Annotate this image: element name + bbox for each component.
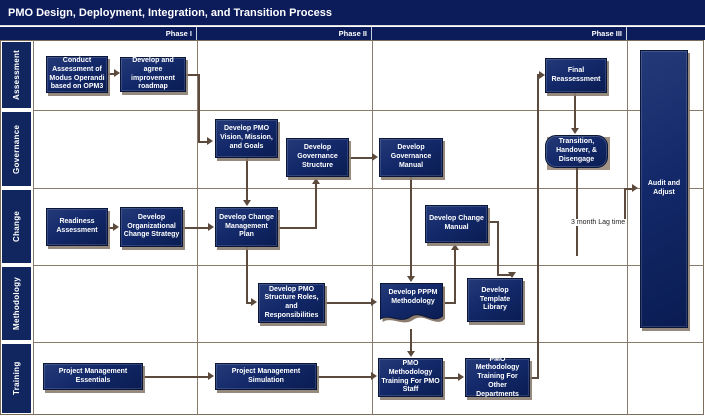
phase-1-header: Phase I xyxy=(0,27,197,40)
connector xyxy=(183,227,210,229)
lane-governance-label: Governance xyxy=(2,112,31,186)
arrowhead xyxy=(458,373,464,381)
connector xyxy=(530,377,539,379)
node-transition-handover: Transition, Handover, & Disengage xyxy=(545,135,608,168)
label-column-divider xyxy=(33,40,34,415)
node-pppm-methodology: Develop PPPM Methodology xyxy=(380,283,446,329)
arrowhead xyxy=(208,223,214,231)
lane-methodology-label: Methodology xyxy=(2,267,31,340)
node-pmo-structure-roles: Develop PMO Structure Roles, and Respons… xyxy=(258,283,325,323)
connector xyxy=(410,177,412,277)
node-change-mgmt-plan: Develop Change Management Plan xyxy=(215,207,278,247)
lane-training-label: Training xyxy=(2,344,31,413)
diagram-title: PMO Design, Deployment, Integration, and… xyxy=(0,0,705,26)
arrowhead xyxy=(451,244,459,250)
node-training-other-departments: PMO Methodology Training For Other Depar… xyxy=(465,356,530,398)
node-readiness-assessment: Readiness Assessment xyxy=(46,208,108,246)
connector xyxy=(317,376,372,378)
node-governance-manual: Develop Governance Manual xyxy=(379,138,443,177)
connector xyxy=(574,93,576,130)
node-final-reassessment: Final Reassessment xyxy=(545,58,607,93)
connector xyxy=(108,73,116,75)
connector xyxy=(198,74,200,143)
connector xyxy=(410,329,412,353)
connector xyxy=(198,141,209,143)
lane-divider-2 xyxy=(33,188,704,189)
connector xyxy=(624,190,626,221)
connector xyxy=(497,274,512,276)
connector xyxy=(315,184,317,229)
arrowhead xyxy=(243,200,251,206)
node-org-change-strategy: Develop Organizational Change Strategy xyxy=(120,207,183,247)
arrowhead xyxy=(113,223,119,231)
phase-divider-3 xyxy=(627,40,628,415)
connector xyxy=(443,377,459,379)
lag-time-annotation: 3 month Lag time xyxy=(570,219,627,226)
connector xyxy=(108,227,115,229)
connector xyxy=(325,302,373,304)
lane-divider-1 xyxy=(33,110,704,111)
arrowhead xyxy=(208,372,214,380)
connector xyxy=(537,75,539,379)
arrowhead xyxy=(251,298,257,306)
connector xyxy=(246,302,253,304)
pppm-tape-shape xyxy=(380,283,445,323)
connector xyxy=(349,157,373,159)
node-training-pmo-staff: PMO Methodology Training For PMO Staff xyxy=(378,358,443,397)
arrowhead xyxy=(407,276,415,282)
arrowhead xyxy=(571,128,579,134)
connector xyxy=(454,250,456,304)
phase-header: Phase I Phase II Phase III xyxy=(0,27,705,40)
connector xyxy=(624,188,634,190)
connector xyxy=(246,247,248,304)
phase-empty-header xyxy=(627,27,705,40)
connector xyxy=(246,158,248,202)
connector xyxy=(186,74,200,76)
arrowhead xyxy=(508,272,516,278)
node-pm-simulation: Project Management Simulation xyxy=(215,363,317,390)
node-governance-structure: Develop Governance Structure xyxy=(286,138,349,177)
lane-change-label: Change xyxy=(2,190,31,263)
node-conduct-assessment: Conduct Assessment of Modus Operandi bas… xyxy=(46,56,108,93)
connector xyxy=(576,168,578,256)
arrowhead xyxy=(371,298,377,306)
arrowhead xyxy=(114,69,120,77)
arrowhead xyxy=(372,153,378,161)
phase-3-header: Phase III xyxy=(372,27,627,40)
phase-2-header: Phase II xyxy=(197,27,372,40)
connector xyxy=(278,227,317,229)
arrowhead xyxy=(539,71,545,79)
connector xyxy=(444,302,456,304)
connector xyxy=(497,221,499,276)
arrowhead xyxy=(371,372,377,380)
lane-divider-3 xyxy=(33,265,704,266)
diagram-frame xyxy=(0,40,704,415)
phase-divider-2 xyxy=(372,40,373,415)
node-pmo-vision: Develop PMO Vision, Mission, and Goals xyxy=(215,119,278,158)
arrowhead xyxy=(632,184,638,192)
node-improvement-roadmap: Develop and agree improvement roadmap xyxy=(120,57,186,92)
arrowhead xyxy=(207,137,213,145)
node-change-manual: Develop Change Manual xyxy=(425,205,488,243)
pppm-label: Develop PPPM Methodology xyxy=(388,289,438,305)
lane-divider-4 xyxy=(33,342,704,343)
node-template-library: Develop Template Library xyxy=(467,278,523,322)
arrowhead xyxy=(407,351,415,357)
lane-assessment-label: Assessment xyxy=(2,42,31,108)
connector xyxy=(143,376,209,378)
connector xyxy=(488,221,499,223)
node-audit-adjust: Audit and Adjust xyxy=(640,50,688,328)
node-pm-essentials: Project Management Essentials xyxy=(43,363,143,390)
arrowhead xyxy=(312,178,320,184)
